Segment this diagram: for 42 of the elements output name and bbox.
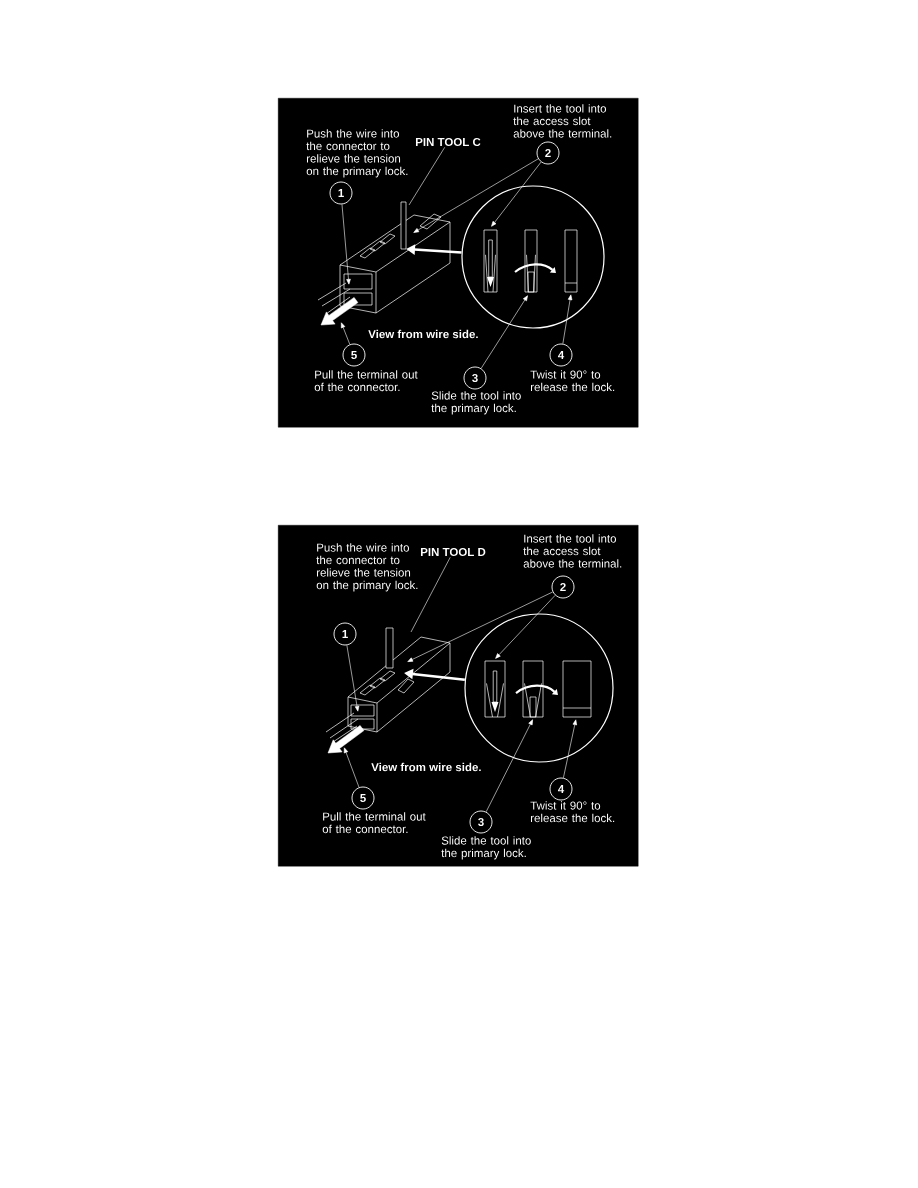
leader-line bbox=[407, 591, 553, 662]
detail-circle bbox=[464, 613, 614, 763]
callout-number: 4 bbox=[549, 777, 573, 801]
leader-line bbox=[562, 294, 573, 344]
callout-number: 4 bbox=[549, 343, 573, 367]
instruction-text: Twist it 90° to release the lock. bbox=[530, 370, 615, 392]
leader-line bbox=[480, 295, 528, 369]
tool-label: PIN TOOL D bbox=[421, 547, 486, 557]
instruction-text: Slide the tool into the primary lock. bbox=[441, 836, 531, 860]
callout-number: 3 bbox=[463, 366, 487, 390]
callout-number: 3 bbox=[469, 810, 493, 834]
tool-label: PIN TOOL C bbox=[416, 137, 481, 147]
instruction-text: Insert the tool into the access slot above the terminal. bbox=[523, 534, 622, 568]
leader-line bbox=[495, 595, 556, 659]
callout-number: 2 bbox=[551, 575, 575, 599]
view-caption: View from wire side. bbox=[371, 762, 481, 772]
callout-number: 5 bbox=[351, 786, 375, 810]
leader-line bbox=[491, 161, 542, 227]
leader-line bbox=[341, 204, 351, 285]
instruction-text: Push the wire into the connector to relieve the tension on the primary lock. bbox=[316, 543, 418, 592]
view-caption: View from wire side. bbox=[368, 329, 478, 339]
leader-line bbox=[410, 557, 451, 633]
callout-number: 1 bbox=[333, 622, 357, 646]
instruction-text: Pull the terminal out of the connector. bbox=[322, 812, 426, 834]
instruction-text: Insert the tool into the access slot above the terminal. bbox=[513, 104, 612, 138]
detail-circle bbox=[461, 185, 605, 329]
leader-line bbox=[343, 747, 360, 788]
leader-line bbox=[341, 322, 351, 345]
leader-line bbox=[413, 158, 539, 233]
leader-line bbox=[408, 146, 446, 206]
instruction-text: Twist it 90° to release the lock. bbox=[530, 801, 615, 823]
callout-number: 5 bbox=[342, 343, 366, 367]
instruction-text: Push the wire into the connector to relieve the tension on the primary lock. bbox=[306, 129, 408, 178]
instruction-text: Slide the tool into the primary lock. bbox=[431, 391, 521, 415]
callout-number: 2 bbox=[536, 141, 560, 165]
callout-number: 1 bbox=[329, 181, 353, 205]
instruction-text: Pull the terminal out of the connector. bbox=[314, 370, 418, 392]
leader-line bbox=[346, 645, 360, 712]
illustration-panel bbox=[278, 98, 639, 428]
leader-line bbox=[485, 719, 533, 813]
illustration-panel bbox=[278, 525, 639, 867]
leader-line bbox=[563, 719, 577, 779]
